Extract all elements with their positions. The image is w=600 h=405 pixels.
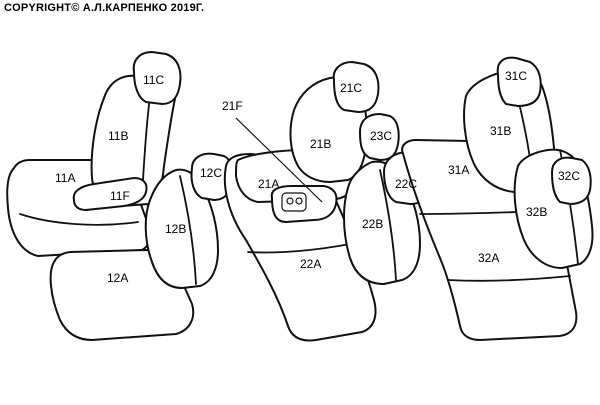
- label-31B: 31B: [490, 124, 511, 138]
- label-22C: 22C: [395, 177, 417, 191]
- label-22A: 22A: [300, 257, 321, 271]
- part-21C-headrest: [332, 61, 380, 113]
- label-11A: 11A: [55, 171, 75, 185]
- label-31C: 31C: [505, 69, 527, 83]
- label-21A: 21A: [258, 177, 279, 191]
- label-12B: 12B: [165, 222, 186, 236]
- label-11F: 11F: [110, 189, 130, 203]
- label-31A: 31A: [448, 163, 469, 177]
- label-22B: 22B: [362, 217, 383, 231]
- part-21F-armrest: [270, 185, 338, 223]
- label-21B: 21B: [310, 137, 331, 151]
- cupholder-icon: [281, 192, 307, 212]
- part-23C-headrest: [359, 113, 400, 161]
- leader-line-21F: [235, 117, 323, 203]
- label-21F: 21F: [222, 99, 243, 113]
- part-11F-armrest: [72, 177, 148, 211]
- part-labels: 11C 11B 11A 11F 12C 12B 12A 21F 21A 21C …: [55, 69, 580, 285]
- label-32A: 32A: [478, 251, 499, 265]
- label-32C: 32C: [558, 169, 580, 183]
- part-31C-headrest: [496, 56, 542, 107]
- part-32C-headrest: [551, 156, 592, 205]
- part-11C-headrest: [132, 51, 182, 105]
- seat-11-group: [6, 51, 234, 341]
- label-11B: 11B: [108, 129, 128, 143]
- seat-31-group: [401, 56, 594, 341]
- label-11C: 11C: [143, 73, 164, 87]
- part-12B-backrest: [144, 168, 219, 289]
- label-21C: 21C: [340, 81, 362, 95]
- label-23C: 23C: [370, 129, 392, 143]
- seat-21-group: [223, 61, 434, 342]
- label-32B: 32B: [526, 205, 547, 219]
- cupholder-ring-left: [286, 197, 294, 205]
- cupholder-ring-right: [295, 197, 303, 205]
- label-12C: 12C: [200, 166, 222, 180]
- copyright-notice: COPYRIGHT© А.Л.КАРПЕНКО 2019Г.: [4, 2, 205, 14]
- label-12A: 12A: [107, 271, 128, 285]
